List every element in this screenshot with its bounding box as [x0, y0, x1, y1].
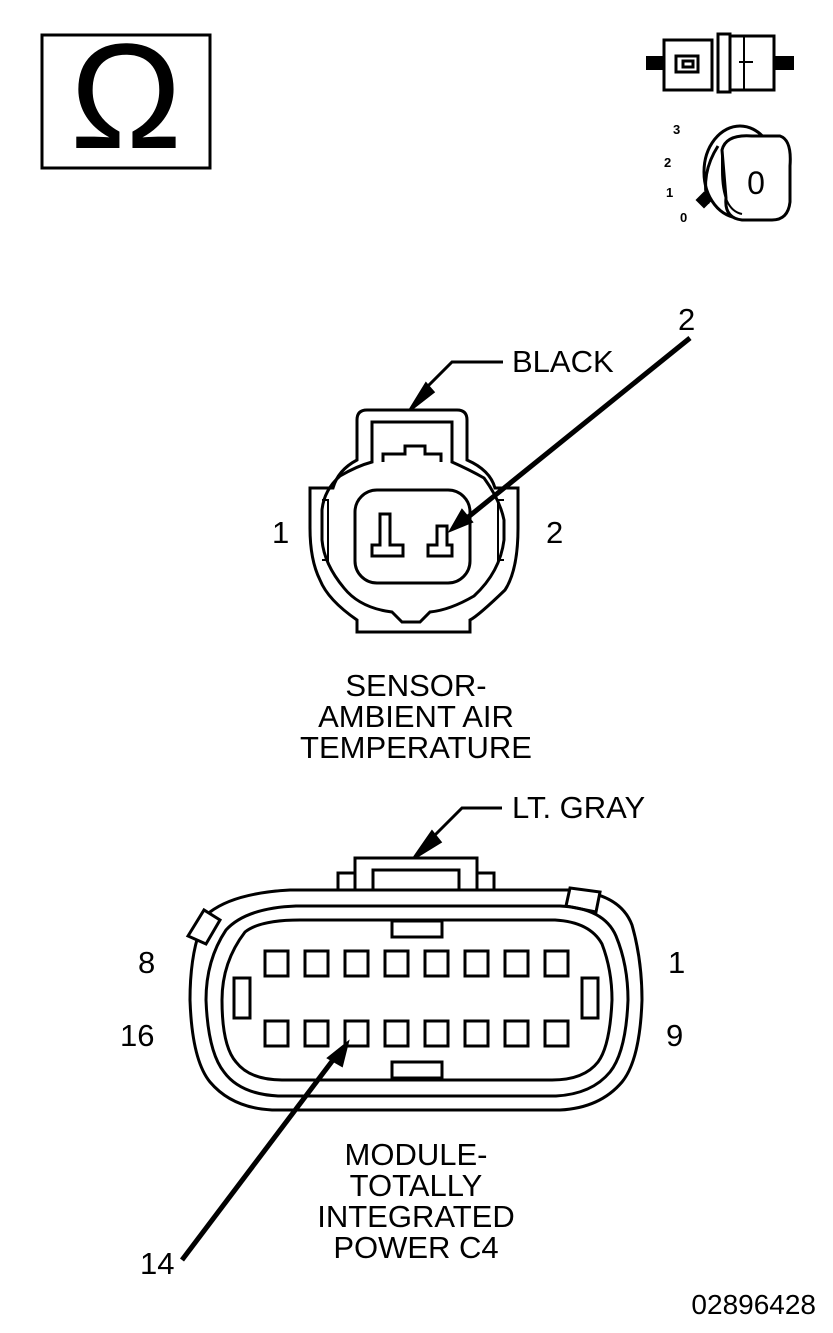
module-cavity-row-bottom: [263, 1019, 570, 1048]
key-position-0: 0: [680, 210, 687, 225]
module-title-line-4: POWER C4: [333, 1230, 498, 1265]
sensor-title-line-1: SENSOR-: [345, 668, 486, 703]
sensor-title-line-3: TEMPERATURE: [300, 730, 532, 765]
sensor-pin-left-label: 1: [272, 515, 289, 550]
key-position-3: 3: [673, 122, 680, 137]
module-cavity-row-top: [263, 949, 570, 978]
module-top-right-label: 1: [668, 945, 685, 980]
module-title-line-2: TOTALLY: [350, 1168, 483, 1203]
disconnected-connector-icon: [646, 32, 794, 94]
sensor-pin-1: [370, 512, 405, 558]
sensor-color-label: BLACK: [512, 344, 614, 379]
module-title-line-3: INTEGRATED: [317, 1199, 515, 1234]
key-position-1: 1: [666, 185, 673, 200]
sensor-pin-callout: 2: [678, 302, 695, 337]
module-pin-callout: 14: [140, 1246, 174, 1281]
sensor-pin-right-label: 2: [546, 515, 563, 550]
sensor-connector: BLACK 2 1 2 SENSOR- AMBIENT AIR TEMPERAT…: [272, 302, 695, 765]
ohm-symbol-icon: Ω: [70, 12, 182, 180]
key-position-2: 2: [664, 155, 671, 170]
module-connector: LT. GRAY: [120, 790, 685, 1281]
module-top-left-label: 8: [138, 945, 155, 980]
ignition-key-icon: 3 2 1 0 0: [664, 122, 792, 225]
module-color-label: LT. GRAY: [512, 790, 645, 825]
sensor-title-line-2: AMBIENT AIR: [318, 699, 514, 734]
module-bottom-left-label: 16: [120, 1018, 154, 1053]
key-label: 0: [747, 165, 765, 201]
figure-id: 02896428: [691, 1289, 816, 1320]
module-title-line-1: MODULE-: [345, 1137, 488, 1172]
sensor-pin-2: [426, 524, 454, 558]
ohmmeter-symbol-box: Ω: [40, 11, 212, 182]
module-bottom-right-label: 9: [666, 1018, 683, 1053]
